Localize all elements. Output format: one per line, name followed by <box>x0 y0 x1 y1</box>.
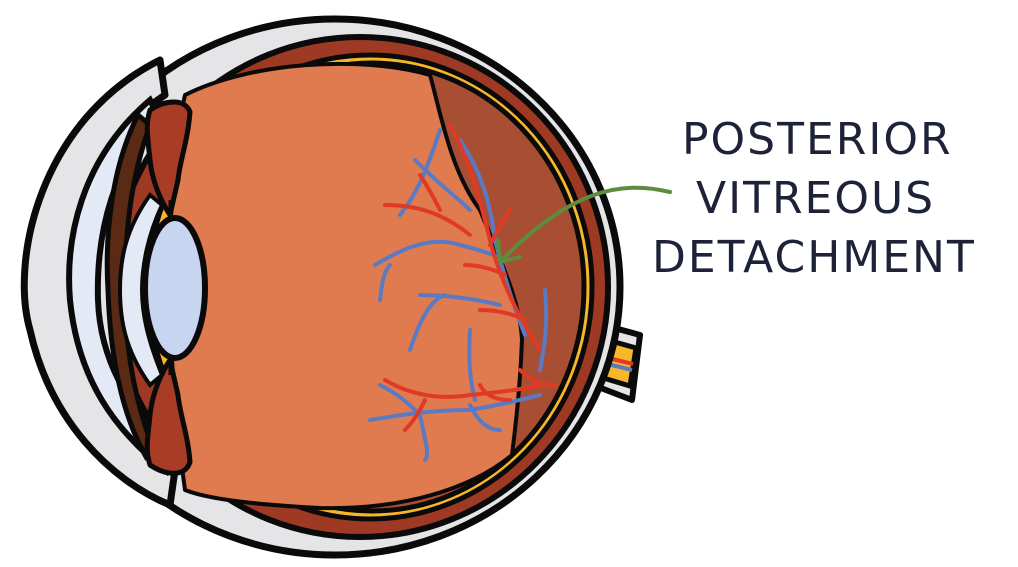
ciliary-body-lower <box>144 357 193 476</box>
diagram-label: POSTERIOR VITREOUS DETACHMENT <box>652 114 976 283</box>
label-line-3: DETACHMENT <box>652 232 976 283</box>
pointer-arrow <box>496 185 672 264</box>
label-line-2: VITREOUS <box>696 173 935 224</box>
retinal-arteries <box>383 123 557 432</box>
label-line-1: POSTERIOR <box>682 114 953 165</box>
lens <box>142 215 208 361</box>
ciliary-body-upper <box>144 99 193 218</box>
